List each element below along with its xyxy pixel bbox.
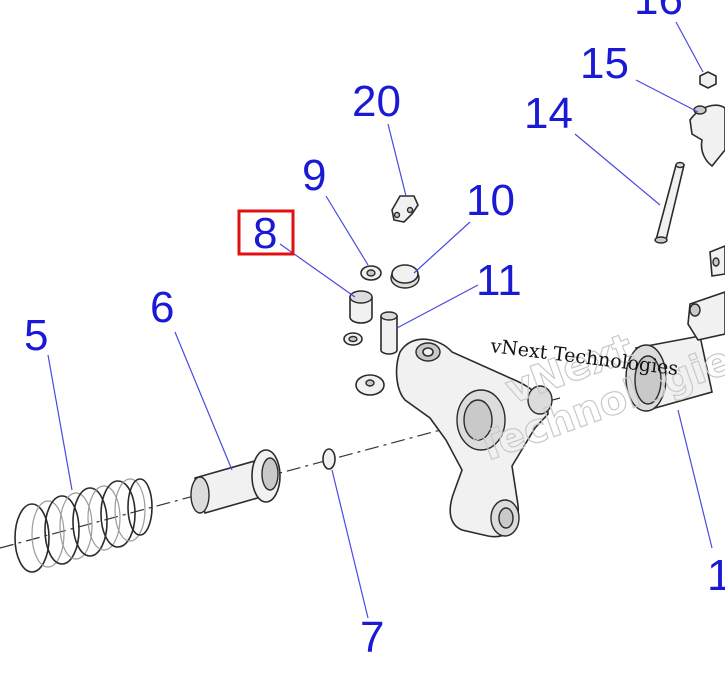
- part-6-sleeve[interactable]: [190, 449, 281, 514]
- callout-14[interactable]: 14: [524, 89, 573, 138]
- callout-9[interactable]: 9: [302, 151, 326, 200]
- part-5-spring[interactable]: [14, 478, 153, 573]
- callout-7[interactable]: 7: [360, 613, 384, 662]
- callout-20[interactable]: 20: [352, 77, 401, 126]
- part-14-bolt[interactable]: [654, 161, 686, 244]
- leader-6: [174, 331, 233, 471]
- part-10-cap[interactable]: [390, 264, 420, 289]
- callout-15[interactable]: 15: [580, 39, 629, 88]
- callout-11[interactable]: 11: [476, 256, 522, 305]
- leader-16: [675, 21, 704, 73]
- leader-15: [635, 79, 699, 113]
- leader-14: [574, 133, 661, 206]
- part-20-bracket[interactable]: [391, 195, 419, 223]
- part-dome-cap: [355, 374, 385, 396]
- callout-8[interactable]: 8: [253, 209, 277, 258]
- leader-5: [47, 354, 73, 491]
- leader-10: [413, 221, 471, 274]
- callout-5[interactable]: 5: [24, 311, 48, 360]
- part-small-washer: [343, 332, 363, 346]
- part-11-pin[interactable]: [380, 311, 398, 355]
- part-15-lever[interactable]: [689, 104, 725, 168]
- leader-8: [279, 243, 356, 298]
- part-9-washer[interactable]: [360, 265, 382, 281]
- callout-10[interactable]: 10: [466, 176, 515, 225]
- main-arm-housing[interactable]: [395, 338, 553, 538]
- callout-6[interactable]: 6: [150, 283, 174, 332]
- leader-20: [387, 123, 407, 197]
- leader-11: [396, 284, 479, 329]
- part-8-bushing[interactable]: [349, 290, 373, 324]
- part-drum-bushing[interactable]: [625, 335, 713, 412]
- part-edge-block-lower: [687, 291, 725, 341]
- part-edge-block-upper: [709, 245, 725, 277]
- callout-1-partial[interactable]: 1: [707, 551, 725, 600]
- leader-9: [325, 195, 369, 266]
- part-7-o-ring[interactable]: [322, 448, 336, 470]
- callout-8-highlight: [237, 209, 295, 256]
- leader-7: [331, 469, 369, 619]
- leader-1x: [677, 409, 713, 549]
- part-16-nut[interactable]: [699, 71, 717, 89]
- callout-16[interactable]: 16: [634, 0, 683, 24]
